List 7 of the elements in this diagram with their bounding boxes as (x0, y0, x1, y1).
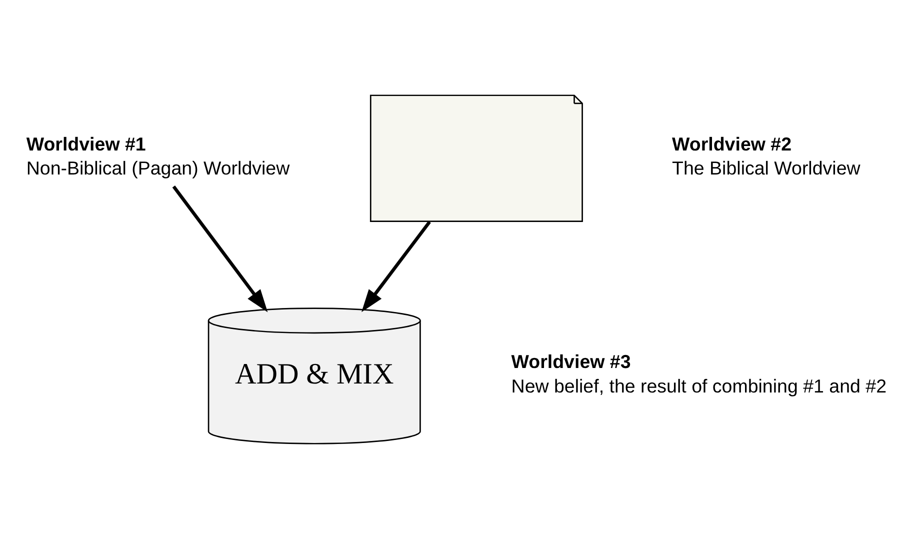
node-label: The Biblical Worldview (672, 157, 860, 178)
node-label: Worldview #2 (672, 133, 792, 154)
arrow (172, 184, 268, 312)
node-label: Worldview #3 (511, 350, 631, 372)
node-text: Worldview #1 Non-Biblical (Pagan) Worldview (26, 133, 290, 178)
arrow (361, 220, 431, 312)
node-label: New belief, the result of combining #1 and #2 (511, 374, 887, 396)
